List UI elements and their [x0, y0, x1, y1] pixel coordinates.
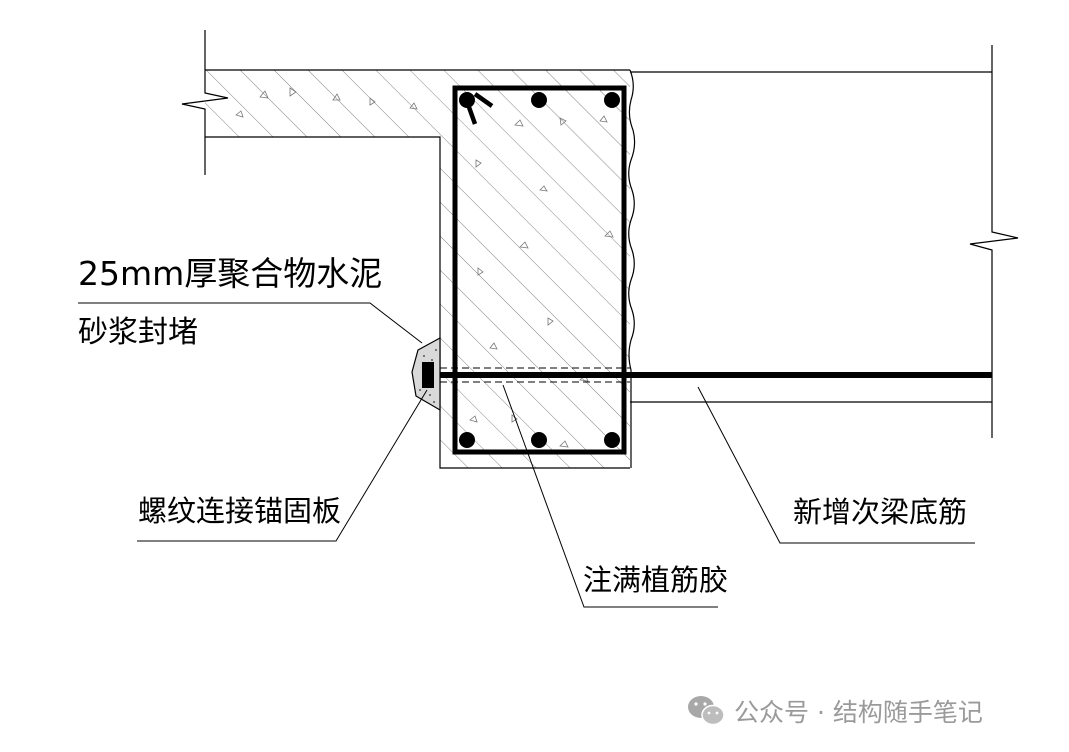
- aggregate-marks: [235, 87, 614, 448]
- leader-lines: [78, 302, 975, 608]
- rebar-top-middle: [531, 92, 547, 108]
- label-mortar-line1: 25mm厚聚合物水泥: [78, 254, 383, 293]
- label-mortar-line2: 砂浆封堵: [78, 315, 198, 350]
- anchor-plate: [422, 362, 434, 388]
- rebar-top-right: [604, 92, 620, 108]
- rebar-top-left: [459, 92, 475, 108]
- watermark-text: 公众号 · 结构随手笔记: [734, 698, 983, 727]
- existing-beam-slab: [205, 69, 636, 469]
- label-bottom-bar: 新增次梁底筋: [793, 495, 968, 529]
- rebar-bottom-right: [604, 432, 620, 448]
- rebar-bottom-left: [459, 432, 475, 448]
- rebar-bottom-middle: [531, 432, 547, 448]
- wechat-icon: [688, 696, 725, 726]
- new-secondary-beam: [630, 45, 1019, 438]
- watermark: 公众号 · 结构随手笔记: [686, 693, 983, 729]
- longitudinal-bars: [459, 92, 620, 448]
- label-anchor-plate: 螺纹连接锚固板: [138, 494, 342, 528]
- label-glue: 注满植筋胶: [583, 563, 729, 597]
- drilled-hole: [440, 367, 630, 383]
- left-break-line: [181, 30, 229, 175]
